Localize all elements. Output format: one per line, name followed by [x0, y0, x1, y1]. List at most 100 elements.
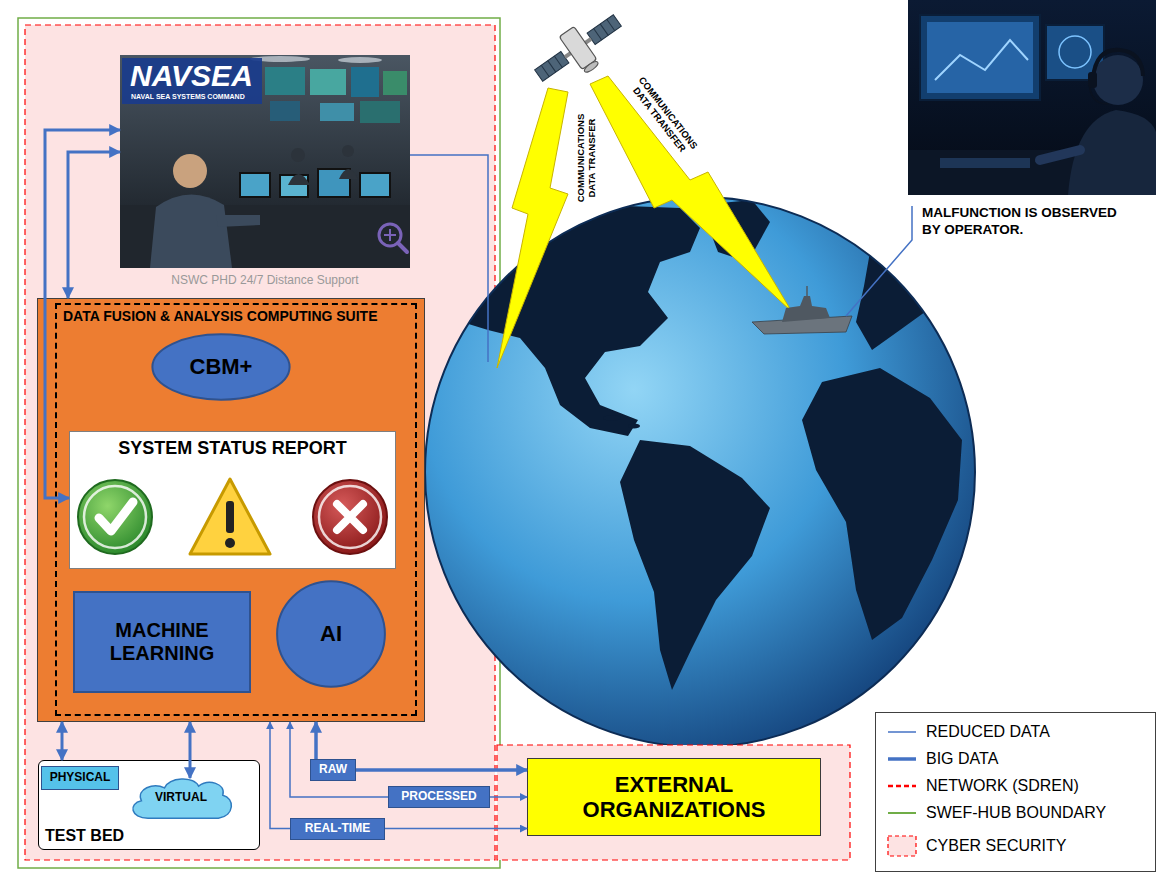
node-text: VIRTUAL [155, 791, 207, 805]
node-text: PHYSICAL [50, 771, 111, 785]
control-room-photo [360, 173, 390, 197]
control-room-photo [288, 174, 310, 185]
legend-text: BIG DATA [926, 746, 998, 772]
control-room-photo [120, 55, 410, 268]
legend-sample [886, 748, 918, 770]
legend-row: CYBER SECURITY [876, 833, 1155, 859]
control-room-photo [173, 154, 207, 188]
satellite [594, 29, 602, 40]
continents [603, 415, 621, 421]
node-text: MACHINE LEARNING [81, 619, 243, 665]
label-holder: COMMUNICATIONS DATA TRANSFER [575, 108, 597, 208]
control-room-photo [338, 57, 382, 63]
legend-sample [886, 802, 918, 824]
data-flow-arrow [290, 722, 388, 797]
control-room-photo [216, 215, 260, 227]
node-text: DATA FUSION & ANALYSIS COMPUTING SUITE [63, 307, 378, 325]
legend-sample [888, 812, 916, 814]
control-room-photo [240, 173, 270, 197]
cloud-shape [133, 779, 231, 818]
data-flow-arrow [68, 152, 120, 298]
status-icons [337, 504, 363, 530]
node-text: NAVAL SEA SYSTEMS COMMAND [131, 92, 245, 101]
status-icons [313, 480, 387, 554]
control-room-photo [339, 169, 358, 179]
control-room-photo [122, 58, 262, 104]
globe [425, 197, 975, 747]
node-text: NAVSEA [130, 60, 253, 92]
continents [455, 205, 700, 436]
node-text: CBM+ [190, 354, 253, 379]
operator-photo [920, 15, 1040, 100]
cyber-security-region [25, 25, 495, 860]
control-room-photo [310, 69, 346, 95]
satellite [607, 19, 615, 30]
status-icons [226, 501, 234, 533]
ship [752, 286, 852, 334]
legend-text: REDUCED DATA [926, 719, 1050, 745]
satellite [554, 56, 562, 67]
control-room-photo [291, 148, 305, 162]
satellite [541, 65, 549, 76]
data-flow-arrow [189, 722, 192, 778]
control-room-photo [351, 67, 379, 97]
legend-sample [888, 785, 916, 788]
control-room-photo [342, 145, 354, 157]
satellite [583, 60, 600, 74]
control-room-photo [383, 71, 407, 95]
control-room-photo [265, 67, 305, 95]
cbm-ellipse: CBM+ [151, 333, 291, 401]
legend-text: CYBER SECURITY [926, 833, 1066, 859]
continents [628, 424, 640, 429]
external-organizations-box: EXTERNAL ORGANIZATIONS [527, 758, 821, 836]
external-security-region [497, 745, 850, 860]
legend-row: REDUCED DATA [876, 719, 1155, 745]
data-flow-arrow [270, 722, 290, 829]
control-room-photo [389, 229, 391, 241]
raw-box: RAW [310, 759, 356, 781]
node-text: AI [320, 621, 342, 646]
operator-photo [927, 22, 1033, 93]
satellite [587, 15, 621, 45]
data-flow-arrow [61, 722, 64, 760]
ship [806, 286, 808, 296]
control-room-photo [320, 103, 354, 121]
node-text: REAL-TIME [305, 822, 370, 836]
control-room-photo [398, 243, 407, 252]
physical-box: PHYSICAL [41, 766, 119, 790]
status-icons [99, 502, 133, 531]
globe [425, 197, 975, 747]
node-text: NSWC PHD 24/7 Distance Support [120, 273, 410, 287]
operator-photo [1059, 36, 1091, 68]
status-icons [319, 486, 381, 548]
status-icons [190, 479, 270, 554]
legend-box: REDUCED DATABIG DATANETWORK (SDREN)SWEF-… [875, 712, 1156, 872]
computing-suite-box: DATA FUSION & ANALYSIS COMPUTING SUITE CB… [37, 298, 425, 722]
ai-circle: AI [276, 579, 386, 689]
label-holder: MALFUNCTION IS OBSERVED BY OPERATOR. [922, 204, 1130, 238]
status-icons [84, 486, 146, 548]
legend-sample [886, 775, 918, 797]
status-icons [225, 538, 235, 548]
data-flow-arrow [490, 796, 527, 798]
data-flow-arrow [356, 768, 527, 772]
leader-line [846, 206, 912, 316]
continents [620, 440, 770, 690]
legend-row: SWEF-HUB BOUNDARY [876, 800, 1155, 826]
legend-row: NETWORK (SDREN) [876, 773, 1155, 799]
legend-sample [888, 836, 916, 856]
processed-box: PROCESSED [388, 786, 490, 808]
virtual-cloud: VIRTUAL [126, 775, 236, 821]
annotation-label: MALFUNCTION IS OBSERVED BY OPERATOR. [922, 204, 1130, 238]
operator-photo [1090, 88, 1108, 104]
control-room-photo [150, 194, 232, 268]
node-text: RAW [319, 763, 347, 777]
satellite [600, 24, 608, 35]
node-text: TEST BED [45, 826, 124, 846]
navsea-photo: NAVSEANAVAL SEA SYSTEMS COMMANDNSWC PHD … [120, 55, 410, 268]
legend-text: NETWORK (SDREN) [926, 773, 1079, 799]
test-bed-box: TEST BED PHYSICAL VIRTUAL [38, 760, 260, 850]
legend-row: BIG DATA [876, 746, 1155, 772]
legend-sample [888, 757, 916, 761]
operator-photo [1088, 72, 1097, 88]
